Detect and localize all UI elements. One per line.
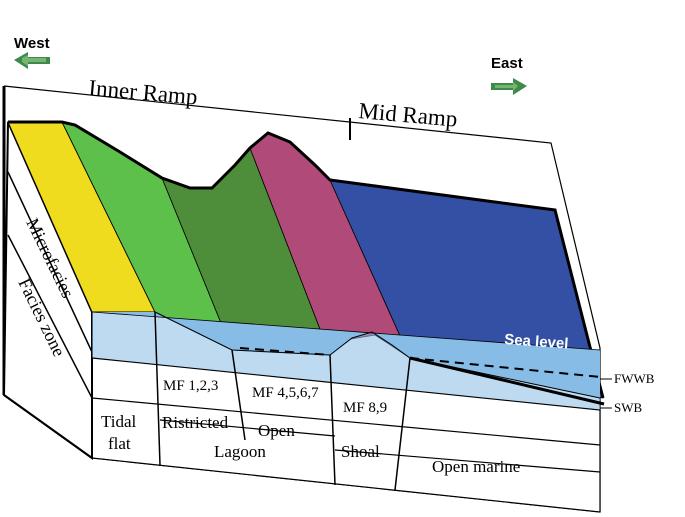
- water-front: [91, 311, 601, 410]
- shoal-cell: Shoal: [341, 442, 380, 461]
- sea-level-line: [91, 311, 601, 351]
- west-label: West: [14, 35, 50, 52]
- facies-table: [91, 311, 601, 513]
- restricted-cell: Ristricted: [162, 413, 229, 432]
- fwwb-line: [239, 347, 331, 356]
- surface-profile: [8, 120, 605, 399]
- fwwb-label: FWWB: [614, 371, 655, 386]
- microfacies-cell-3: MF 8,9: [343, 400, 387, 416]
- water-profile: [154, 311, 601, 399]
- east-label: East: [491, 55, 523, 72]
- swb-line: [409, 356, 605, 406]
- facies-surface: [7, 120, 605, 399]
- open-cell: Open: [258, 421, 295, 440]
- tidal-flat-cell-line1: Tidal: [101, 412, 137, 431]
- swb-label: SWB: [614, 400, 643, 415]
- inner-ramp-label: Inner Ramp: [88, 75, 199, 109]
- tidal-flat-cell-line2: flat: [108, 434, 131, 453]
- microfacies-cell-1: MF 1,2,3: [163, 378, 218, 394]
- mid-ramp-label: Mid Ramp: [358, 98, 459, 132]
- east-arrow-icon: [491, 78, 527, 95]
- open-marine-cell: Open marine: [432, 457, 520, 476]
- fwwb-line-east: [409, 357, 601, 378]
- west-arrow-icon: [14, 52, 50, 69]
- sea-level-label: Sea level: [504, 331, 569, 352]
- lagoon-cell: Lagoon: [214, 442, 266, 461]
- microfacies-cell-2: MF 4,5,6,7: [252, 385, 319, 401]
